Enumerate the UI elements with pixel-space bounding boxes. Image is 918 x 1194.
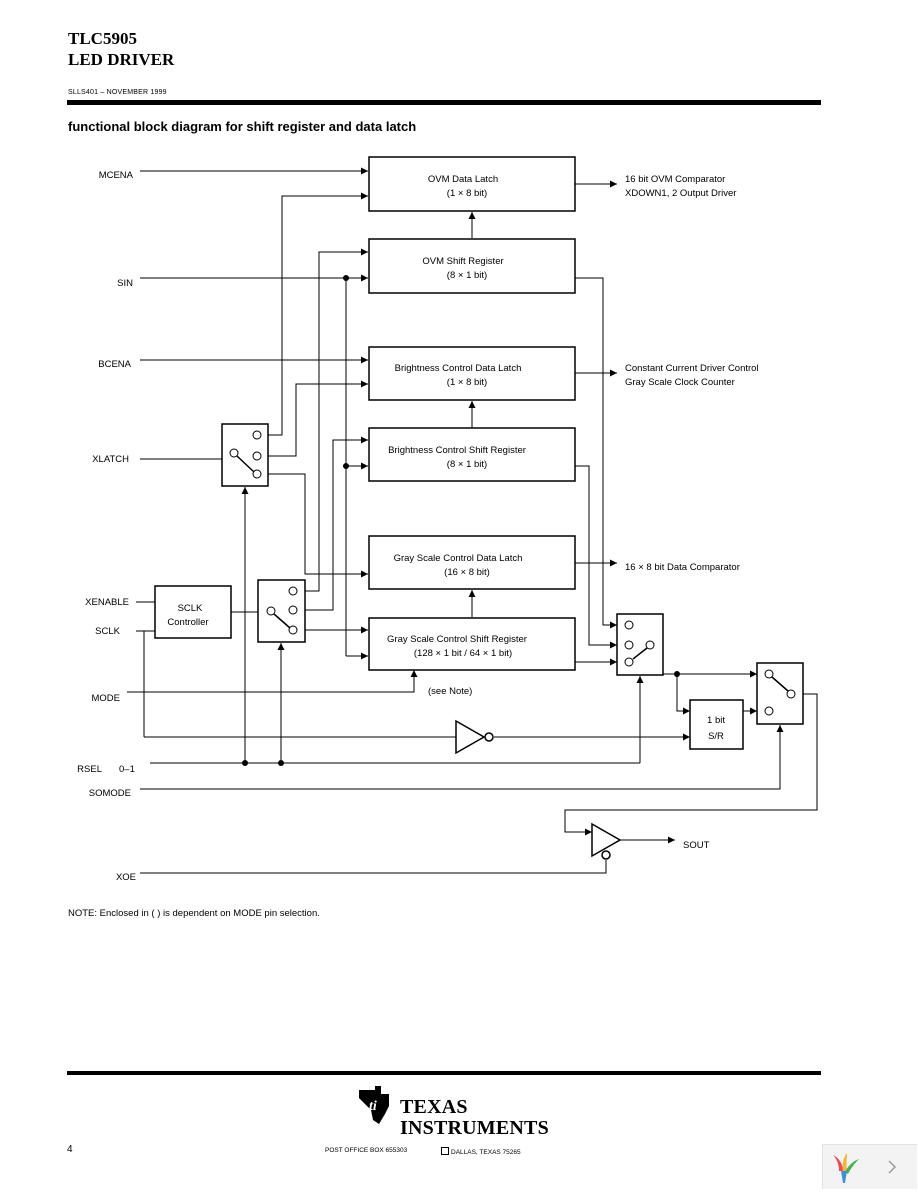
output-gs-clock-counter: Gray Scale Clock Counter (625, 377, 735, 388)
junction-dot (343, 275, 349, 281)
ti-wordmark: TEXAS INSTRUMENTS (400, 1097, 549, 1139)
part-description: LED DRIVER (68, 50, 175, 69)
ovm-shift-register-block (368, 238, 576, 294)
output-constant-current: Constant Current Driver Control (625, 363, 759, 374)
sr-label: S/R (708, 731, 724, 742)
inverter-gate (455, 719, 486, 755)
sclk-switch (257, 579, 306, 643)
input-xoe: XOE (116, 872, 136, 883)
document-id: SLLS401 – NOVEMBER 1999 (68, 89, 167, 96)
viewer-nav-widget[interactable] (822, 1144, 917, 1189)
gs-shift-size: (128 × 1 bit / 64 × 1 bit) (414, 648, 512, 659)
sr-width: 1 bit (707, 715, 725, 726)
bullet-box-icon (441, 1147, 449, 1155)
junction-dot (674, 671, 680, 677)
ovm-data-latch-block (368, 156, 576, 212)
header-rule (67, 100, 821, 105)
input-sclk: SCLK (95, 626, 120, 637)
address-po-box: POST OFFICE BOX 655303 (325, 1147, 408, 1154)
sclk-controller-subtitle: Controller (167, 617, 208, 628)
gs-shift-title: Gray Scale Control Shift Register (387, 634, 527, 645)
app-logo-icon (833, 1153, 859, 1183)
data-mux-switch (616, 613, 664, 676)
section-title: functional block diagram for shift regis… (68, 119, 417, 134)
output-ovm-comparator: 16 bit OVM Comparator (625, 174, 725, 185)
sclk-controller-title: SCLK (178, 603, 203, 614)
footer-rule (67, 1071, 821, 1075)
ovm-latch-size: (1 × 8 bit) (447, 188, 487, 199)
input-bcena: BCENA (98, 359, 131, 370)
sclk-controller-block (154, 585, 232, 639)
input-xenable: XENABLE (85, 597, 129, 608)
input-mcena: MCENA (99, 170, 134, 181)
input-sin: SIN (117, 278, 133, 289)
input-somode: SOMODE (89, 788, 131, 799)
junction-dot (278, 760, 284, 766)
ovm-latch-title: OVM Data Latch (428, 174, 498, 185)
document-title: TLC5905 LED DRIVER (68, 28, 174, 70)
footnote: NOTE: Enclosed in ( ) is dependent on MO… (68, 908, 320, 919)
output-sout: SOUT (683, 840, 710, 851)
gray-scale-control-data-latch-block (368, 535, 576, 590)
bc-shift-title: Brightness Control Shift Register (388, 445, 526, 456)
junction-dot (242, 760, 248, 766)
output-enable-bubble (601, 850, 611, 860)
input-rsel-suffix: 0–1 (119, 764, 135, 775)
gs-latch-size: (16 × 8 bit) (444, 567, 490, 578)
gray-scale-control-shift-register-block (368, 617, 576, 671)
bc-latch-title: Brightness Control Data Latch (395, 363, 522, 374)
ovm-shift-title: OVM Shift Register (422, 256, 503, 267)
output-xdown-driver: XDOWN1, 2 Output Driver (625, 188, 736, 199)
ti-wordmark-line1: TEXAS (400, 1096, 468, 1118)
one-bit-sr-block (689, 699, 744, 750)
address-city-text: DALLAS, TEXAS 75265 (451, 1149, 521, 1156)
input-xlatch: XLATCH (92, 454, 129, 465)
chevron-right-icon (888, 1160, 897, 1174)
address-city: DALLAS, TEXAS 75265 (441, 1147, 521, 1156)
ovm-shift-size: (8 × 1 bit) (447, 270, 487, 281)
output-data-comparator: 16 × 8 bit Data Comparator (625, 562, 740, 573)
ti-wordmark-line2: INSTRUMENTS (400, 1117, 549, 1139)
output-mux-switch (756, 662, 804, 725)
inverter-bubble (484, 732, 494, 742)
svg-text:ti: ti (369, 1099, 377, 1114)
ti-logo-icon: ti (359, 1086, 389, 1124)
input-rsel: RSEL (77, 764, 102, 775)
brightness-control-shift-register-block (368, 427, 576, 482)
see-note-label: (see Note) (428, 686, 472, 697)
gs-latch-title: Gray Scale Control Data Latch (394, 553, 523, 564)
part-number: TLC5905 (68, 29, 137, 48)
bc-latch-size: (1 × 8 bit) (447, 377, 487, 388)
page-number: 4 (67, 1144, 73, 1155)
viewer-nav-icons (833, 1153, 897, 1183)
junction-dot (343, 463, 349, 469)
brightness-control-data-latch-block (368, 346, 576, 401)
input-mode: MODE (92, 693, 121, 704)
bc-shift-size: (8 × 1 bit) (447, 459, 487, 470)
output-buffer (591, 822, 622, 858)
